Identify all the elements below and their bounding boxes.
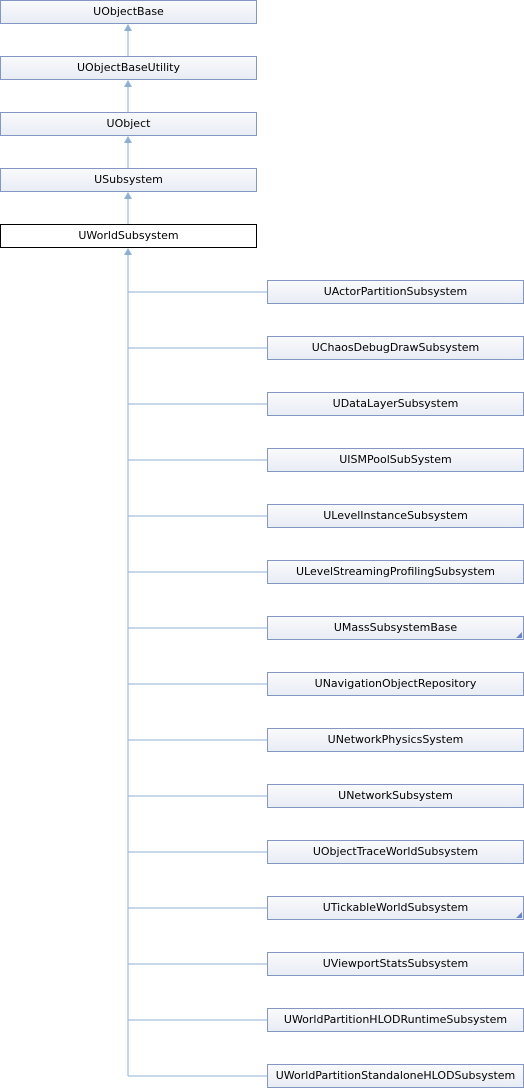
class-node-label: UNetworkSubsystem	[338, 789, 453, 802]
class-node-label: UWorldPartitionHLODRuntimeSubsystem	[283, 1013, 508, 1026]
class-node-uobjectbase[interactable]: UObjectBase	[0, 0, 257, 24]
class-node-unetworkphysicssystem[interactable]: UNetworkPhysicsSystem	[267, 728, 524, 752]
class-node-unetworksubsystem[interactable]: UNetworkSubsystem	[267, 784, 524, 808]
class-node-label: UMassSubsystemBase	[333, 621, 458, 634]
class-node-uactorpartitionsubsystem[interactable]: UActorPartitionSubsystem	[267, 280, 524, 304]
class-node-label: UChaosDebugDrawSubsystem	[311, 341, 480, 354]
inheritance-arrow-icon	[124, 24, 132, 31]
class-node-ulevelinstancesubsystem[interactable]: ULevelInstanceSubsystem	[267, 504, 524, 528]
class-node-label: UObjectTraceWorldSubsystem	[312, 845, 479, 858]
class-node-uobjecttraceworldsubsystem[interactable]: UObjectTraceWorldSubsystem	[267, 840, 524, 864]
class-node-label: UWorldSubsystem	[78, 229, 179, 242]
class-node-label: UObjectBase	[93, 5, 164, 18]
class-node-label: UActorPartitionSubsystem	[323, 285, 468, 298]
class-node-uviewportstatssubsystem[interactable]: UViewportStatsSubsystem	[267, 952, 524, 976]
class-node-label: ULevelInstanceSubsystem	[323, 509, 468, 522]
class-node-udatalayersubsystem[interactable]: UDataLayerSubsystem	[267, 392, 524, 416]
class-node-label: UObject	[106, 117, 151, 130]
inheritance-arrow-icon	[124, 248, 132, 255]
class-node-uworldsubsystem: UWorldSubsystem	[0, 224, 257, 248]
class-node-label: UNetworkPhysicsSystem	[327, 733, 464, 746]
class-node-label: UTickableWorldSubsystem	[322, 901, 469, 914]
class-node-unavigationobjectrepository[interactable]: UNavigationObjectRepository	[267, 672, 524, 696]
class-node-uismpoolsubsystem[interactable]: UISMPoolSubSystem	[267, 448, 524, 472]
inheritance-arrow-icon	[124, 192, 132, 199]
class-node-uobjectbaseutility[interactable]: UObjectBaseUtility	[0, 56, 257, 80]
class-node-uchaosdebugdrawsubsystem[interactable]: UChaosDebugDrawSubsystem	[267, 336, 524, 360]
class-node-label: UWorldPartitionStandaloneHLODSubsystem	[275, 1069, 516, 1082]
inheritance-arrow-icon	[124, 80, 132, 87]
class-node-label: UObjectBaseUtility	[76, 61, 181, 74]
class-node-label: UISMPoolSubSystem	[339, 453, 452, 466]
class-node-umasssubsystembase[interactable]: UMassSubsystemBase	[267, 616, 524, 640]
class-node-label: UDataLayerSubsystem	[332, 397, 459, 410]
class-node-utickableworldsubsystem[interactable]: UTickableWorldSubsystem	[267, 896, 524, 920]
class-node-usubsystem[interactable]: USubsystem	[0, 168, 257, 192]
class-node-label: UViewportStatsSubsystem	[322, 957, 469, 970]
class-node-uobject[interactable]: UObject	[0, 112, 257, 136]
class-node-uworldpartitionstandalonehlodsubsystem[interactable]: UWorldPartitionStandaloneHLODSubsystem	[267, 1064, 524, 1088]
inheritance-arrow-icon	[124, 136, 132, 143]
more-descendants-icon	[516, 632, 522, 638]
class-node-label: ULevelStreamingProfilingSubsystem	[295, 565, 496, 578]
class-node-label: USubsystem	[94, 173, 163, 186]
more-descendants-icon	[516, 912, 522, 918]
class-node-uworldpartitionhlodruntimesubsystem[interactable]: UWorldPartitionHLODRuntimeSubsystem	[267, 1008, 524, 1032]
class-node-label: UNavigationObjectRepository	[314, 677, 477, 690]
class-node-ulevelstreamingprofilingsubsystem[interactable]: ULevelStreamingProfilingSubsystem	[267, 560, 524, 584]
